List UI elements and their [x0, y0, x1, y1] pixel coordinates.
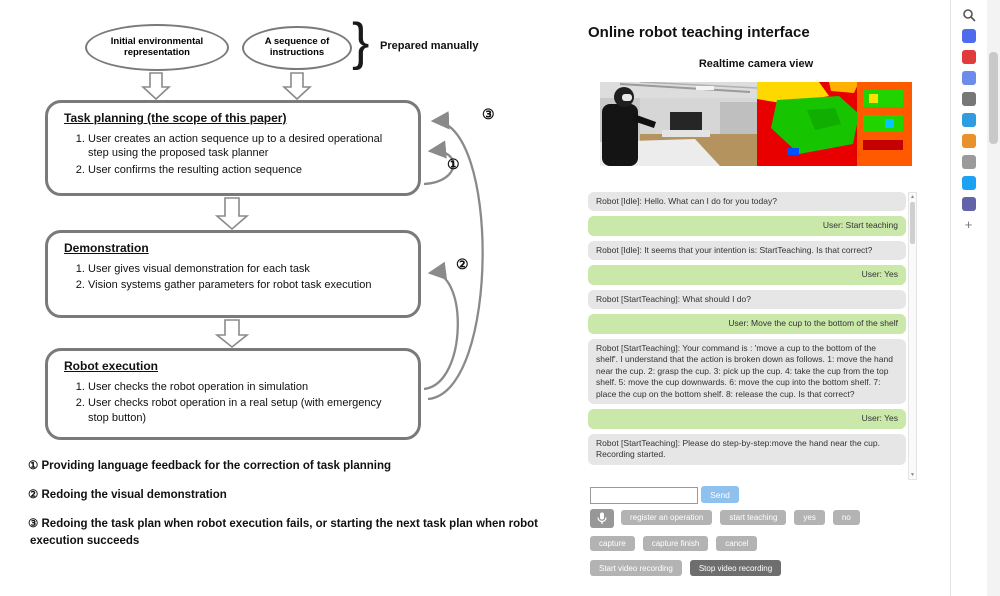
sidebar-app-blue-icon[interactable] — [961, 29, 976, 43]
microphone-button[interactable] — [590, 509, 614, 528]
chat-message-robot: Robot [Idle]: It seems that your intenti… — [588, 240, 906, 261]
sidebar-teams-icon[interactable] — [961, 197, 976, 211]
legend-item-3: ③ Redoing the task plan when robot execu… — [28, 518, 538, 547]
yes-button[interactable]: yes — [794, 510, 825, 525]
input-ellipse-environment: Initial environmental representation — [85, 24, 229, 71]
sidebar-app-red-icon[interactable] — [961, 50, 976, 64]
page-scrollbar-thumb[interactable] — [989, 52, 998, 144]
sidebar-cloud-icon[interactable] — [961, 113, 976, 127]
page-scrollbar[interactable] — [987, 0, 1000, 596]
legend-item-1: ① Providing language feedback for the co… — [28, 460, 392, 472]
chat-scrollbar[interactable]: ▲ ▼ — [908, 192, 917, 480]
chat-log: Robot [Idle]: Hello. What can I do for y… — [588, 192, 906, 480]
intent-buttons-row: register an operation start teaching yes… — [621, 510, 860, 525]
chat-message-robot: Robot [StartTeaching]: Please do step-by… — [588, 433, 906, 465]
register-operation-button[interactable]: register an operation — [621, 510, 713, 525]
page-title: Online robot teaching interface — [588, 24, 810, 42]
chat-message-user: User: Move the cup to the bottom of the … — [588, 314, 906, 334]
loop-label-1: ① — [447, 156, 460, 172]
microphone-icon — [597, 512, 607, 524]
stop-video-recording-button[interactable]: Stop video recording — [689, 560, 782, 576]
search-icon[interactable] — [962, 8, 976, 22]
chat-message-user: User: Yes — [588, 265, 906, 285]
demonstration-title: Demonstration — [64, 241, 149, 255]
cancel-button[interactable]: cancel — [716, 536, 758, 551]
capture-button[interactable]: capture — [590, 536, 635, 551]
robot-execution-item: User checks the robot operation in simul… — [88, 380, 404, 394]
chat-message-robot: Robot [StartTeaching]: What should I do? — [588, 289, 906, 310]
chat-text-input[interactable] — [590, 487, 698, 504]
robot-execution-item: User checks robot operation in a real se… — [88, 396, 404, 425]
task-planning-title: Task planning (the scope of this paper) — [64, 111, 287, 125]
robot-execution-title: Robot execution — [64, 359, 159, 373]
legend-item-2: ② Redoing the visual demonstration — [28, 489, 227, 501]
chat-message-user: User: Yes — [588, 409, 906, 429]
sidebar-office-icon[interactable] — [961, 134, 976, 148]
chat-message-user: User: Start teaching — [588, 216, 906, 236]
sidebar-app-gray-icon[interactable] — [961, 155, 976, 169]
brace-icon: } — [352, 13, 370, 71]
rgb-camera-image — [600, 82, 757, 166]
chat-scrollbar-thumb[interactable] — [910, 202, 915, 244]
sidebar-people-icon[interactable] — [961, 71, 976, 85]
demonstration-box: Demonstration User gives visual demonstr… — [45, 230, 421, 318]
demonstration-item: User gives visual demonstration for each… — [88, 262, 404, 276]
prepared-manually-label: Prepared manually — [380, 40, 479, 52]
task-planning-item: User confirms the resulting action seque… — [88, 163, 404, 177]
scroll-down-icon[interactable]: ▼ — [910, 472, 915, 478]
sidebar-settings-icon[interactable] — [961, 92, 976, 106]
chat-message-robot: Robot [Idle]: Hello. What can I do for y… — [588, 192, 906, 212]
loop-label-2: ② — [456, 256, 469, 272]
capture-buttons-row: capture capture finish cancel — [590, 536, 758, 551]
browser-sidebar: + — [950, 0, 986, 596]
add-icon[interactable]: + — [964, 217, 973, 232]
recording-buttons-row: Start video recording Stop video recordi… — [590, 560, 782, 576]
camera-view-title: Realtime camera view — [698, 58, 814, 70]
capture-finish-button[interactable]: capture finish — [642, 536, 709, 551]
task-planning-item: User creates an action sequence up to a … — [88, 132, 404, 161]
camera-views — [600, 82, 912, 166]
demonstration-item: Vision systems gather parameters for rob… — [88, 278, 404, 292]
send-button[interactable]: Send — [701, 486, 739, 503]
scroll-up-icon[interactable]: ▲ — [910, 194, 915, 200]
no-button[interactable]: no — [832, 510, 860, 525]
task-planning-box: Task planning (the scope of this paper) … — [45, 100, 421, 196]
robot-execution-box: Robot execution User checks the robot op… — [45, 348, 421, 440]
chat-message-robot: Robot [StartTeaching]: Your command is :… — [588, 338, 906, 405]
start-teaching-button[interactable]: start teaching — [720, 510, 787, 525]
sidebar-twitter-icon[interactable] — [961, 176, 976, 190]
loop-label-3: ③ — [482, 106, 495, 122]
start-video-recording-button[interactable]: Start video recording — [590, 560, 682, 576]
input-ellipse-instructions: A sequence of instructions — [242, 26, 352, 70]
depth-camera-image — [757, 82, 912, 166]
